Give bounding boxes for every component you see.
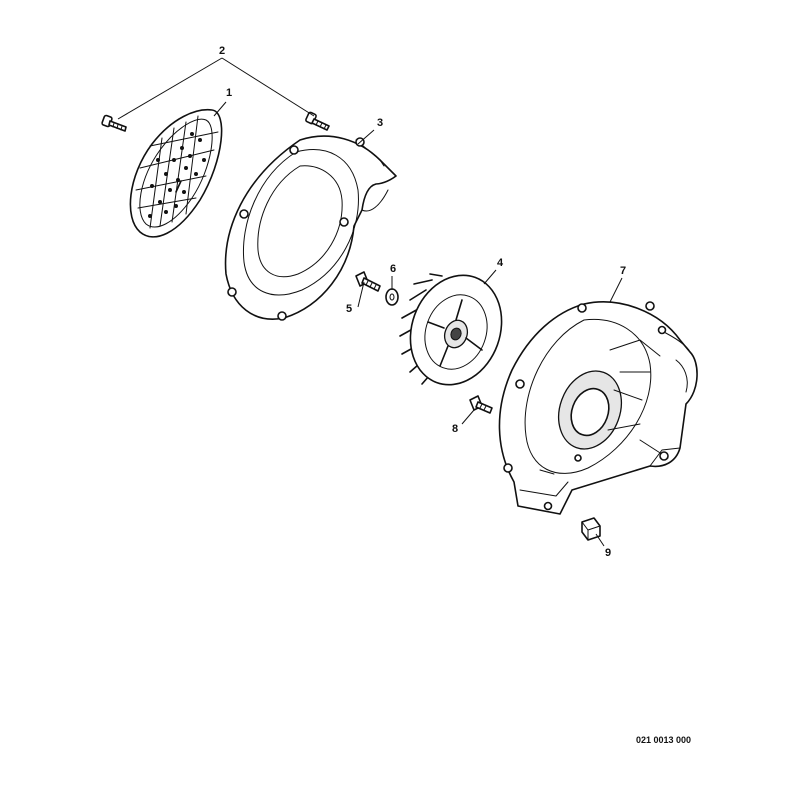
callout-9: 9 (605, 547, 611, 559)
part-2-screw-left (101, 114, 127, 132)
callout-3: 3 (377, 117, 383, 129)
callout-2: 2 (219, 45, 225, 57)
callout-1: 1 (226, 87, 232, 99)
part-2-screw-right (305, 111, 330, 131)
callout-5: 5 (346, 303, 352, 315)
part-5-bolt (355, 271, 381, 292)
callout-labels: 1 2 3 4 5 6 7 8 9 (219, 45, 626, 559)
part-7-fan-housing (498, 301, 698, 515)
callout-4: 4 (497, 257, 504, 269)
part-9-nut (581, 517, 601, 541)
part-3-fan-cover (224, 135, 397, 321)
part-4-fan-wheel (399, 273, 503, 386)
leader-lines (117, 57, 623, 547)
callout-6: 6 (390, 263, 396, 275)
callout-7: 7 (620, 265, 626, 277)
part-8-bolt (469, 395, 493, 414)
part-1-intake-grille (129, 108, 223, 238)
drawing-code: 021 0013 000 (636, 735, 691, 745)
callout-8: 8 (452, 423, 458, 435)
part-6-washer (385, 288, 399, 306)
